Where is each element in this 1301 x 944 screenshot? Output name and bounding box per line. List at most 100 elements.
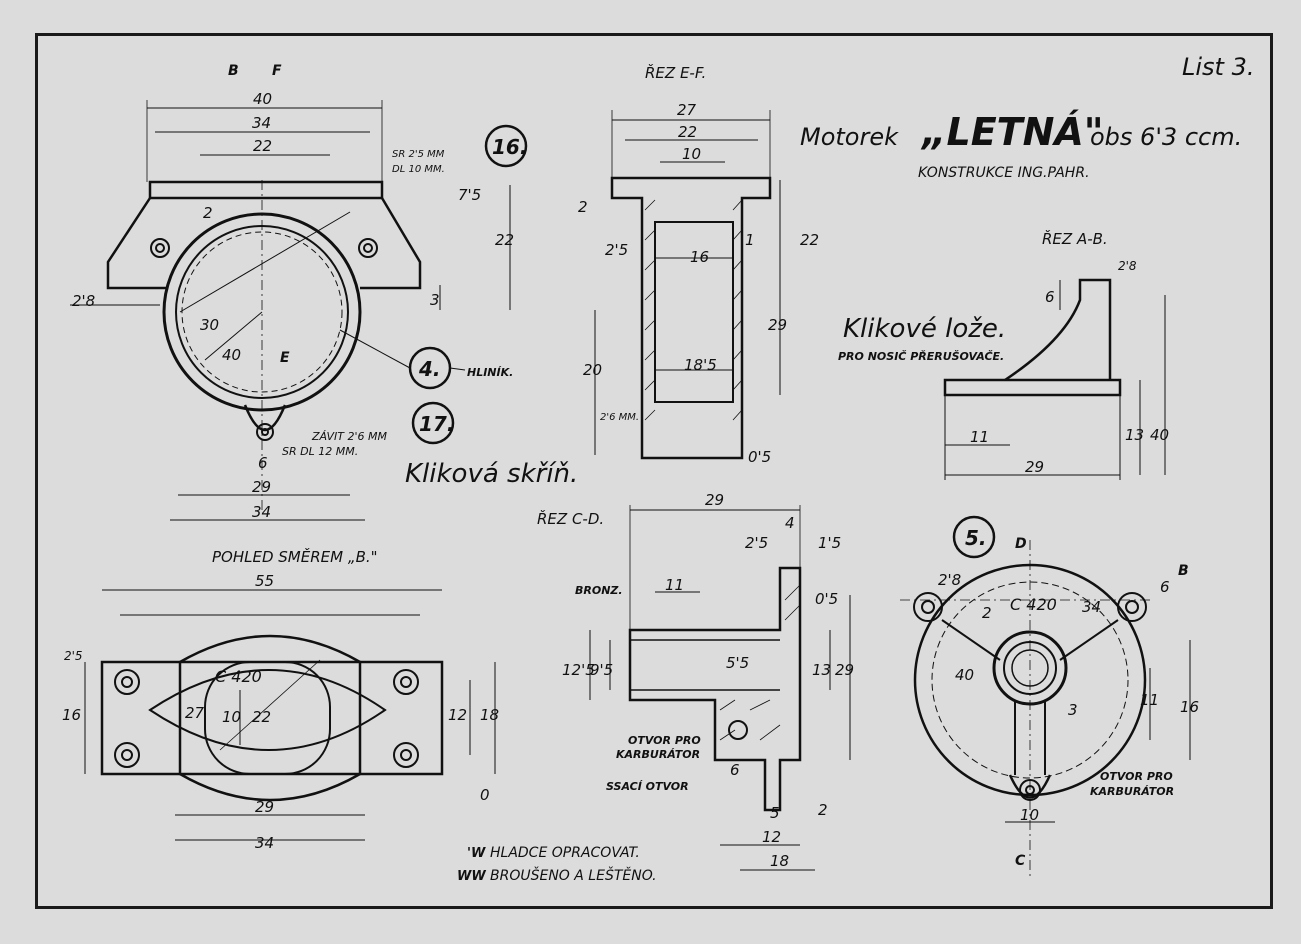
- label-bronz: BRONZ.: [575, 584, 623, 597]
- subtitle: KONSTRUKCE ING.PAHR.: [918, 165, 1090, 181]
- part-17: 17.: [419, 412, 454, 436]
- dim-34-front: 34: [252, 503, 271, 521]
- part-5-cover: [900, 540, 1191, 880]
- label-sr25: SR 2'5 MM: [392, 149, 445, 160]
- dim-0-b: 0: [480, 786, 490, 804]
- dim-28-front: 2'8: [72, 292, 95, 310]
- dim-125-cd: 12'5: [562, 661, 595, 679]
- section-mark-d: D: [1015, 536, 1027, 552]
- dim-55-cd: 5'5: [726, 654, 749, 672]
- dim-29-cd: 29: [705, 491, 724, 509]
- dim-40-top: 40: [253, 90, 272, 108]
- dim-29-b: 29: [255, 798, 274, 816]
- dim-05-ef: 0'5: [748, 448, 771, 466]
- dim-185-ef: 18'5: [684, 356, 717, 374]
- dim-6-ab: 6: [1045, 288, 1055, 306]
- dim-10-5: 10: [1020, 806, 1039, 824]
- label-karburator-2: KARBURÁTOR: [1090, 785, 1174, 798]
- dim-12-b: 12: [448, 706, 467, 724]
- label-rez-cd: ŘEZ C-D.: [537, 509, 604, 528]
- dim-12-cd: 12: [762, 828, 781, 846]
- sheet-number: List 3.: [1182, 53, 1254, 81]
- dim-30-front: 30: [200, 316, 219, 334]
- section-mark-e: E: [280, 350, 290, 366]
- label-rez-ab: ŘEZ A-B.: [1042, 229, 1108, 248]
- title-suffix: obs 6'3 ccm.: [1090, 123, 1242, 151]
- dim-22-ef: 22: [678, 123, 697, 141]
- dim-25-ef: 2'5: [605, 241, 628, 259]
- label-c420-right: C 420: [1010, 595, 1057, 614]
- dim-10-b: 10: [222, 708, 241, 726]
- dim-13-cd: 13: [812, 661, 831, 679]
- legend-2: BROUŠENO A LEŠTĚNO.: [490, 866, 657, 884]
- dim-28-ab: 2'8: [1118, 259, 1137, 273]
- dim-6-cd: 6: [730, 761, 740, 779]
- dim-16-b: 16: [62, 706, 81, 724]
- dim-29-cd-v: 29: [835, 661, 854, 679]
- dim-3-5: 3: [1068, 701, 1078, 719]
- dim-11-5: 11: [1140, 691, 1159, 709]
- label-klikova-skrin: Kliková skříň.: [405, 459, 578, 489]
- dim-27-ef: 27: [677, 101, 697, 119]
- dim-40-front: 40: [222, 346, 241, 364]
- section-mark-f: F: [272, 63, 282, 79]
- dim-16-ef: 16: [690, 248, 709, 266]
- legend-1: HLADCE OPRACOVAT.: [490, 845, 640, 861]
- dim-1-ef: 1: [745, 231, 755, 249]
- dimension-labels: 40 34 22 29 34 6 30 40 2'8 3 2 7'5 22 27…: [62, 90, 1199, 870]
- drawing-frame: [35, 33, 1273, 909]
- dim-6-5: 6: [1160, 578, 1170, 596]
- dim-22-front-v: 22: [495, 231, 514, 249]
- section-mark-c: C: [1015, 853, 1026, 869]
- dim-29-ef: 29: [768, 316, 787, 334]
- dim-6-front: 6: [258, 454, 268, 472]
- view-direction-b: [84, 589, 496, 841]
- dim-2-5: 2: [982, 604, 992, 622]
- section-a-b: [943, 278, 1166, 480]
- crankcase-front-view: [70, 100, 511, 521]
- dim-29-front: 29: [252, 478, 271, 496]
- dim-22-b: 22: [252, 708, 271, 726]
- label-dl10: DL 10 MM.: [392, 164, 445, 175]
- dim-34-b: 34: [255, 834, 274, 852]
- part-5: 5.: [965, 526, 987, 550]
- label-zavit: ZÁVIT 2'6 MM: [311, 430, 388, 443]
- dim-20-ef: 20: [583, 361, 602, 379]
- dim-4-cd: 4: [785, 514, 795, 532]
- dim-15-cd: 1'5: [818, 534, 841, 552]
- dim-11-cd: 11: [665, 576, 684, 594]
- legend-1-symbol-icon: 'W: [467, 846, 486, 861]
- dim-34-5: 34: [1082, 598, 1101, 616]
- dim-25-b: 2'5: [64, 649, 83, 663]
- label-c420-left: C 420: [215, 667, 262, 686]
- dim-13-ab: 13: [1125, 426, 1144, 444]
- label-srdl12: SR DL 12 MM.: [282, 445, 358, 458]
- label-otvor-pro-1: OTVOR PRO: [628, 734, 701, 747]
- dim-05-cd: 0'5: [815, 590, 838, 608]
- dim-11-ab: 11: [970, 428, 989, 446]
- label-klikove-loze: Klikové lože.: [843, 314, 1006, 344]
- dim-40-ab: 40: [1150, 426, 1169, 444]
- section-mark-b: B: [228, 63, 239, 79]
- dim-75-front: 7'5: [458, 186, 481, 204]
- dim-10-ef: 10: [682, 145, 701, 163]
- dim-34-top: 34: [252, 114, 271, 132]
- label-karburator-1: KARBURÁTOR: [616, 748, 700, 761]
- dim-40-5: 40: [955, 666, 974, 684]
- dim-55-b: 55: [255, 572, 274, 590]
- part-16: 16.: [492, 135, 527, 159]
- label-pro-nosic: PRO NOSIČ PŘERUŠOVAČE.: [838, 349, 1004, 363]
- label-ssaci-otvor: SSACÍ OTVOR: [606, 780, 689, 793]
- dim-22-top: 22: [253, 137, 272, 155]
- dim-2-ef: 2: [578, 198, 588, 216]
- dim-18-cd: 18: [770, 852, 789, 870]
- dim-26-ef: 2'6 MM.: [600, 412, 639, 423]
- dim-2-front: 2: [203, 204, 213, 222]
- title-name: „LETNÁ": [920, 110, 1104, 154]
- dim-3-front: 3: [430, 291, 440, 309]
- dim-18-b: 18: [480, 706, 499, 724]
- section-c-d: [589, 505, 851, 871]
- legend-2-symbol-icon: WW: [457, 869, 486, 884]
